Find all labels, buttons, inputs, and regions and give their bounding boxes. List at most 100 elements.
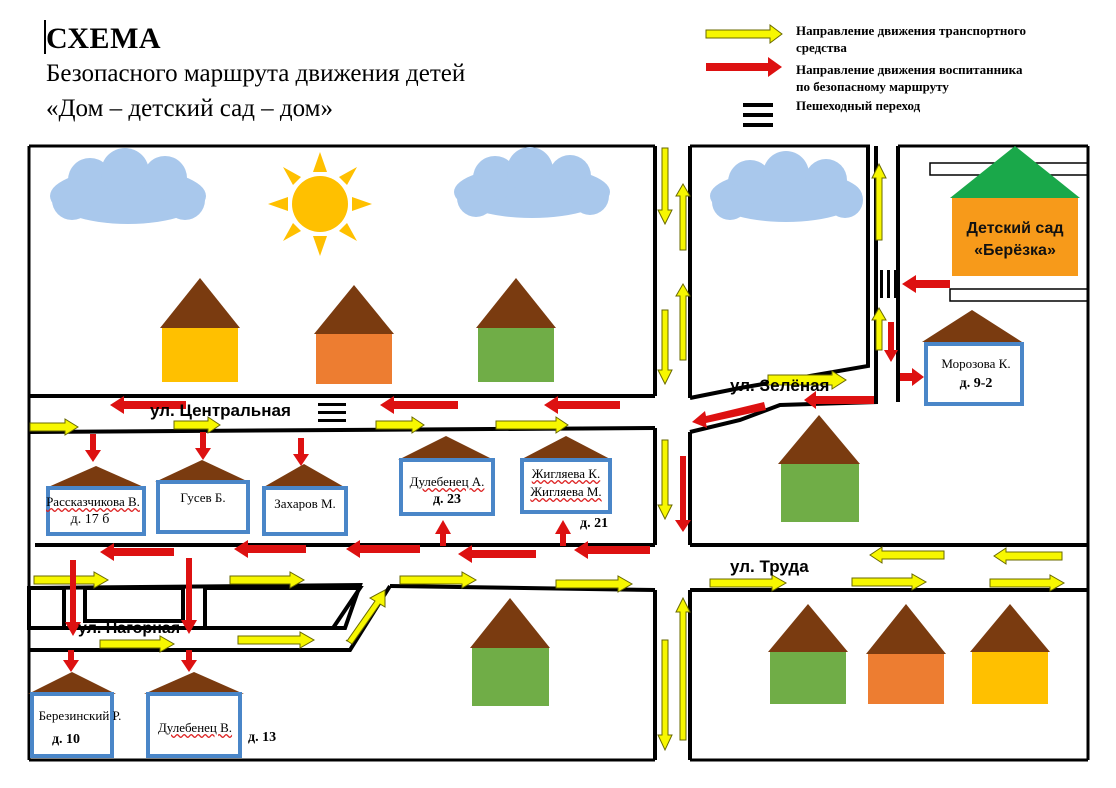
cloud-right — [710, 151, 863, 222]
house-dulebenets-a — [398, 436, 495, 516]
legend-child-line2: по безопасному маршруту — [796, 79, 949, 94]
house-number-dulebenets-a: д. 23 — [432, 492, 462, 507]
pedestrian-crossing-green — [880, 270, 897, 298]
legend-vehicle-arrow-shape — [705, 24, 783, 44]
child-arrow — [675, 456, 691, 532]
vehicle-arrow — [229, 571, 306, 589]
child-arrow — [234, 540, 306, 558]
vehicle-arrow — [495, 416, 569, 434]
vehicle-arrow — [657, 439, 673, 521]
vehicle-arrow — [871, 307, 887, 351]
child-arrow — [435, 520, 451, 546]
legend-child-line1: Направление движения воспитанника — [796, 62, 1023, 77]
vehicle-arrow — [993, 547, 1063, 565]
vehicle-arrow — [99, 635, 176, 653]
vehicle-arrow — [657, 309, 673, 386]
child-arrow — [902, 275, 950, 293]
legend-crossing-icon — [743, 103, 773, 127]
house-number-dulebenets-v: д. 13 — [248, 730, 277, 745]
vehicle-arrow — [375, 416, 425, 434]
house-zakharov — [262, 464, 348, 536]
house-dulebenets-v — [144, 672, 244, 758]
child-arrow — [574, 541, 650, 559]
house-label-dulebenets-v: Дулебенец В. — [157, 720, 233, 735]
child-arrow — [346, 540, 420, 558]
house-label-zhiglyaeva-k: Жигляева К. — [531, 466, 601, 481]
child-arrow — [884, 322, 898, 362]
house-green-middle — [778, 415, 860, 522]
kindergarten-label-line1: Детский сад — [966, 220, 1064, 237]
house-label-dulebenets-a: Дулебенец А. — [409, 474, 485, 489]
vehicle-arrow — [767, 370, 847, 390]
child-arrow — [804, 391, 874, 409]
legend-vehicle: Направление движения транспортного средс… — [796, 22, 1026, 56]
street-label-nagornaya: ул. Нагорная — [78, 620, 181, 637]
house-orange-bottom-right — [866, 604, 946, 704]
house-number-morozova: д. 9-2 — [959, 376, 993, 391]
map-frame — [27, 144, 1090, 762]
sun-icon — [268, 152, 372, 256]
child-arrow — [110, 396, 186, 414]
kindergarten-label: Детский сад «Берёзка» — [952, 218, 1078, 262]
legend-child: Направление движения воспитанника по без… — [796, 61, 1022, 95]
text-cursor — [44, 20, 46, 54]
child-arrow — [85, 434, 101, 462]
child-route-arrows — [63, 275, 950, 672]
legend-vehicle-line1: Направление движения транспортного — [796, 23, 1026, 38]
vehicle-arrows — [29, 147, 1066, 752]
house-yellow-bottom-right — [970, 604, 1050, 704]
vehicle-arrow — [675, 283, 691, 361]
child-arrow — [195, 432, 211, 460]
child-arrow — [555, 520, 571, 546]
child-arrow — [900, 368, 924, 386]
vehicle-arrow — [657, 639, 673, 752]
vehicle-arrow — [871, 162, 887, 241]
child-arrow — [544, 396, 620, 414]
house-orange-top — [314, 285, 394, 384]
child-arrow — [63, 650, 79, 672]
vehicle-arrow — [173, 416, 221, 434]
scheme-subtitle-line1: Безопасного маршрута движения детей — [46, 60, 466, 87]
street-label-labor: ул. Труда — [730, 557, 809, 576]
house-label-zakharov: Захаров М. — [274, 496, 336, 511]
house-green-top — [476, 278, 556, 382]
vehicle-arrow — [345, 589, 386, 645]
child-arrow — [692, 402, 766, 428]
kindergarten-building — [950, 146, 1080, 276]
child-arrow — [181, 558, 197, 634]
scheme-subtitle-line2: «Дом – детский сад – дом» — [46, 95, 333, 122]
house-zhiglyaeva — [520, 436, 612, 514]
vehicle-arrow — [851, 573, 928, 591]
legend-vehicle-line2: средства — [796, 40, 847, 55]
house-label-gusev: Гусев Б. — [180, 490, 226, 505]
child-arrow — [181, 650, 197, 672]
child-arrow — [100, 543, 174, 561]
vehicle-arrow — [657, 147, 673, 226]
child-arrow — [380, 396, 458, 414]
child-arrow — [65, 560, 81, 636]
house-berezinsky — [28, 672, 116, 758]
pedestrian-crossing-central — [318, 403, 346, 422]
vehicle-arrow — [555, 575, 634, 593]
vehicle-arrow — [709, 574, 788, 592]
scheme-title: СХЕМА — [46, 22, 162, 55]
street-label-central: ул. Центральная — [150, 401, 291, 420]
house-label-morozova: Морозова К. — [941, 356, 1011, 371]
house-green-bottom-right — [768, 604, 848, 704]
vehicle-arrow — [869, 546, 945, 564]
child-arrow — [458, 545, 536, 563]
legend-crossing: Пешеходный переход — [796, 98, 921, 113]
kindergarten-label-line2: «Берёзка» — [974, 242, 1056, 259]
house-morozova — [922, 310, 1024, 406]
house-number-zhiglyaeva: д. 21 — [580, 516, 609, 531]
legend-child-arrow — [706, 57, 782, 77]
house-rasskazchikova — [46, 466, 146, 536]
house-green-bottom-middle — [470, 598, 550, 706]
house-number-rasskazchikova: д. 17 б — [70, 512, 110, 527]
cloud-left — [50, 148, 206, 224]
cloud-middle — [454, 147, 610, 218]
house-label-rasskazchikova: Рассказчикова В. — [46, 494, 140, 509]
vehicle-arrow — [237, 631, 316, 649]
vehicle-arrow — [399, 571, 478, 589]
